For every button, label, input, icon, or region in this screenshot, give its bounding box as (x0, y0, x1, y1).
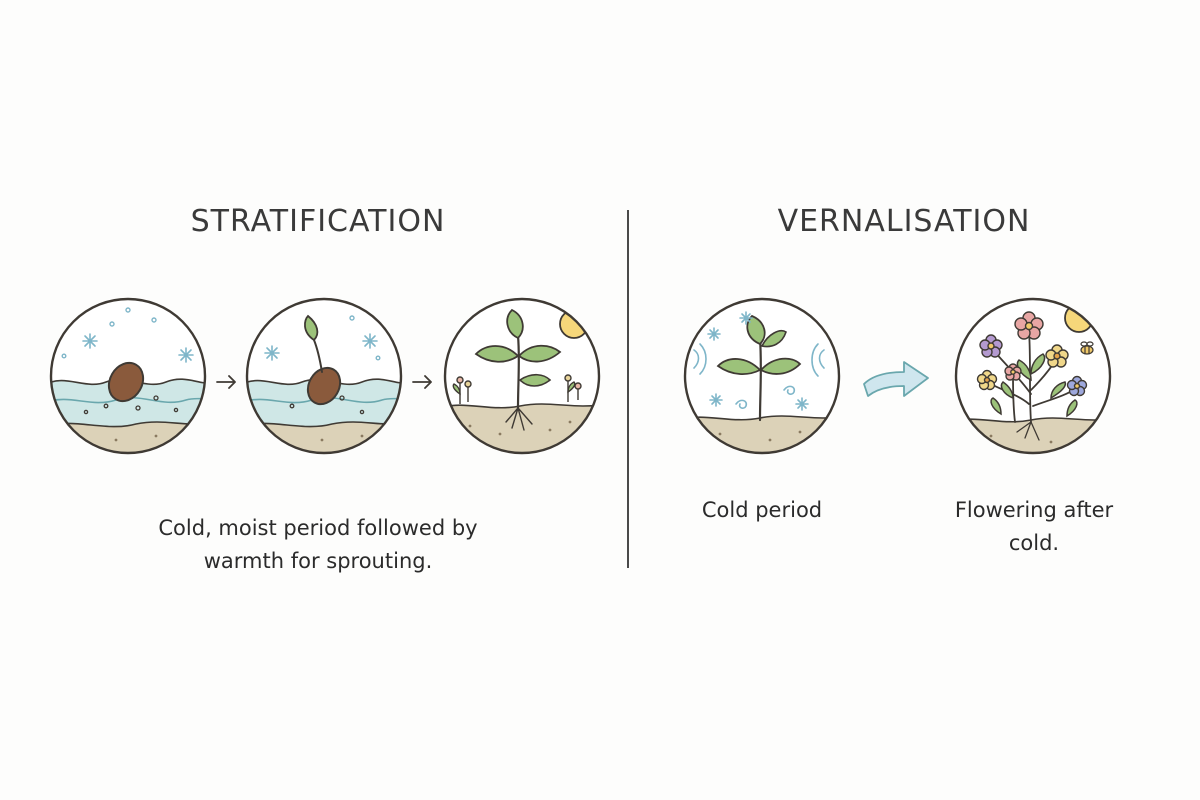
plant-icon (474, 308, 562, 410)
stratification-caption-line2: warmth for sprouting. (203, 549, 433, 573)
sprout-icon (304, 314, 323, 373)
flowering-caption-line2: cold. (1008, 531, 1060, 555)
sprouting-seed-scene (245, 297, 403, 455)
snowflake-icon (82, 333, 194, 363)
bee-icon (1080, 341, 1094, 355)
sun-icon (559, 309, 589, 339)
stratification-caption-line1: Cold, moist period followed by (158, 516, 478, 540)
stratification-caption: Cold, moist period followed by warmth fo… (118, 512, 518, 578)
sprout-icon (452, 374, 582, 404)
arrow-icon (863, 361, 929, 397)
warm-seedling-scene (443, 297, 601, 455)
snowflake-icon (693, 311, 825, 411)
seed-icon (107, 361, 145, 403)
arrow-icon (412, 375, 432, 389)
plant-icon (716, 314, 802, 422)
section-divider (627, 210, 629, 568)
vernalisation-heading: VERNALISATION (777, 204, 1031, 239)
cold-plant-scene (683, 297, 841, 455)
flower-icon (976, 311, 1088, 397)
flowering-caption: Flowering after cold. (934, 494, 1134, 560)
stratification-heading: STRATIFICATION (190, 204, 446, 239)
arrow-icon (216, 375, 236, 389)
flowering-plant-scene (954, 297, 1112, 455)
snowflake-icon (264, 333, 378, 361)
seed-icon (306, 366, 342, 406)
cold-period-caption: Cold period (701, 498, 823, 522)
flowering-caption-line1: Flowering after (954, 498, 1114, 522)
cold-moist-seed-scene (49, 297, 207, 455)
